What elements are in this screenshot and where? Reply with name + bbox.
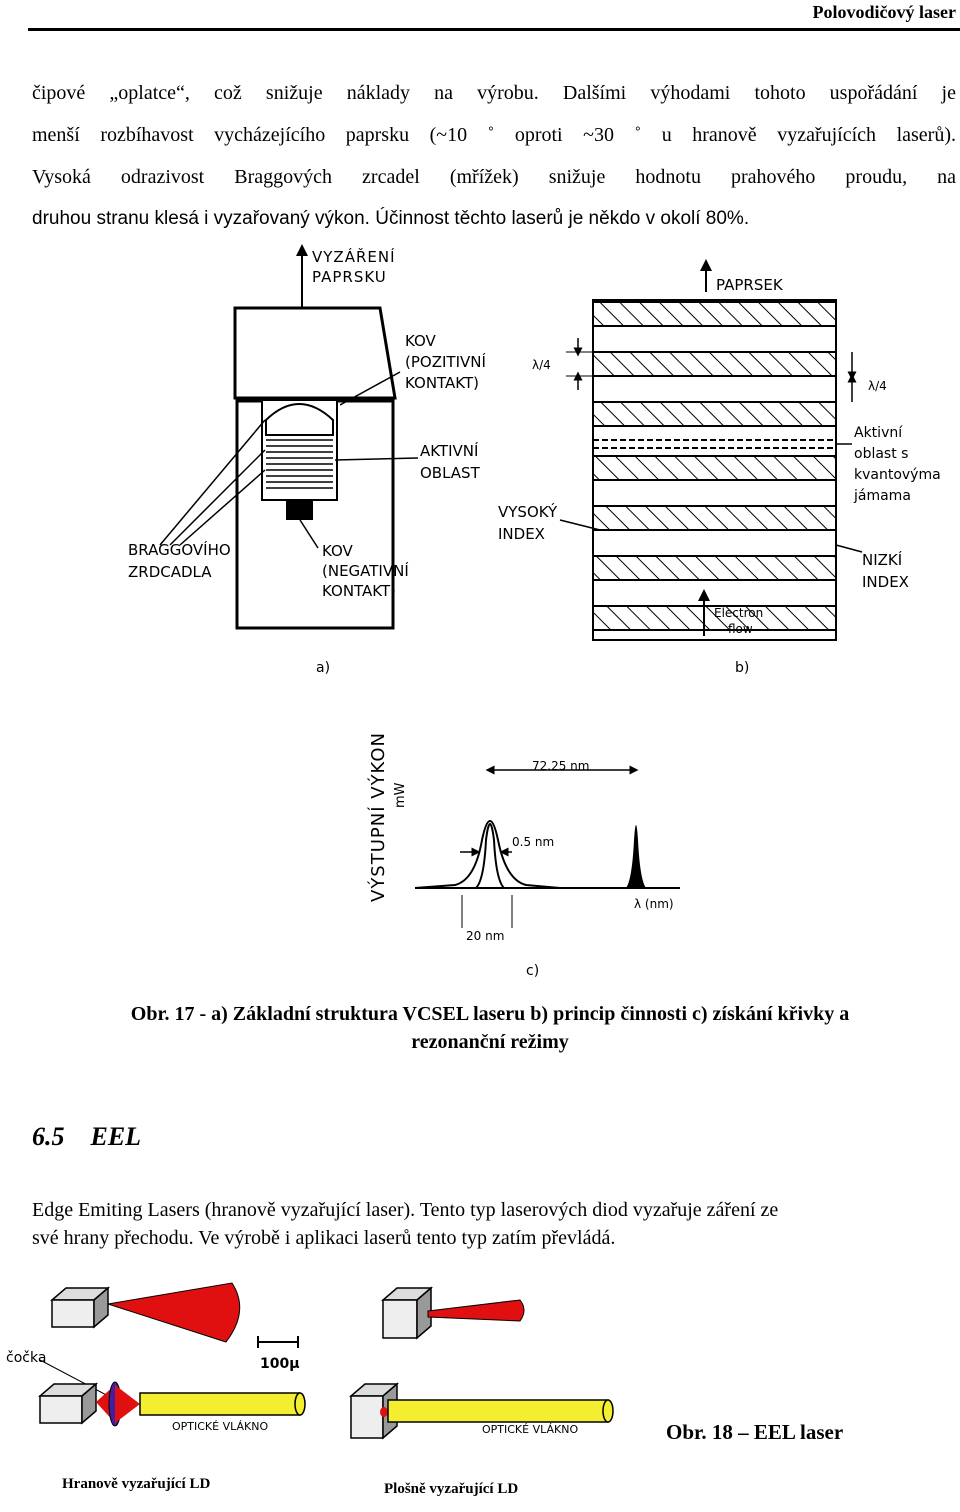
- label-metal-negative: KOV: [322, 542, 354, 560]
- figure-17-caption-line-1: Obr. 17 - a) Základní struktura VCSEL la…: [130, 1003, 850, 1025]
- label-high-index: VYSOKÝ: [498, 502, 558, 521]
- label-low-index-2: INDEX: [862, 573, 909, 591]
- eel-line-2: své hrany přechodu. Ve výrobě i aplikaci…: [32, 1227, 616, 1249]
- label-bragg-mirror: BRAGGOVÍHO: [128, 540, 231, 559]
- intro-line-2: menší rozbíhavost vycházejícího paprsku …: [32, 124, 956, 146]
- page-header: Polovodičový laser: [28, 0, 960, 31]
- label-mode-spacing: 72.25 nm: [532, 759, 589, 773]
- x-axis-label: λ (nm): [634, 897, 674, 911]
- label-edge-emitting-ld: Hranově vyzařující LD: [62, 1476, 210, 1492]
- intro-paragraph: čipové „oplatce“, což snižuje náklady na…: [32, 72, 956, 240]
- y-axis-unit: mW: [393, 782, 408, 808]
- label-beam: PAPRSEK: [716, 276, 784, 294]
- label-bragg-mirror-2: ZRDCADLA: [128, 563, 212, 581]
- label-active-region-qw-2: oblast s: [854, 446, 908, 462]
- vcsel-principle-diagram: PAPRSEK λ/4 λ/4 Aktivní oblast s kvantov…: [498, 259, 941, 676]
- label-low-index: NIZKÍ: [862, 550, 902, 569]
- label-active-region: AKTIVNÍ: [420, 441, 478, 460]
- label-active-region-qw-4: jámama: [853, 488, 911, 504]
- label-fiber-right: OPTICKÉ VLÁKNO: [482, 1423, 578, 1436]
- figure-18-caption: Obr. 18 – EEL laser: [666, 1420, 844, 1444]
- panel-label-c: c): [526, 963, 539, 979]
- header-title: Polovodičový laser: [812, 2, 956, 22]
- label-surface-emitting-ld: Plošně vyzařující LD: [384, 1481, 518, 1497]
- header-rule: [28, 28, 960, 31]
- intro-line-3: Vysoká odrazivost Braggových zrcadel (mř…: [32, 166, 956, 188]
- eel-paragraph: Edge Emiting Lasers (hranově vyzařující …: [32, 1196, 956, 1252]
- label-mode-width: 0.5 nm: [512, 835, 554, 849]
- panel-label-b: b): [735, 660, 749, 676]
- figure-17-caption: Obr. 17 - a) Základní struktura VCSEL la…: [40, 1000, 940, 1056]
- eel-line-1: Edge Emiting Lasers (hranově vyzařující …: [32, 1199, 779, 1221]
- edge-emitter-fiber: [37, 1381, 306, 1427]
- y-axis-label: VÝSTUPNÍ VÝKON: [367, 732, 389, 902]
- label-metal-positive-3: KONTAKT): [405, 374, 479, 392]
- surface-emitter-top: [380, 1286, 525, 1340]
- label-beam-emission: VYZÁŘENÍ: [312, 247, 396, 266]
- section-heading: 6.5 EEL: [32, 1122, 141, 1152]
- edge-emitter-top: [49, 1282, 241, 1343]
- panel-label-a: a): [316, 660, 330, 676]
- label-lens: čočka: [6, 1350, 46, 1366]
- label-active-region-qw: Aktivní: [854, 425, 903, 441]
- label-metal-positive-2: (POZITIVNÍ: [405, 352, 486, 371]
- surface-emitter-fiber: [348, 1382, 614, 1440]
- section-number: 6.5: [32, 1122, 65, 1151]
- label-electron-flow-2: flow: [728, 622, 753, 636]
- label-metal-negative-3: KONTAKT): [322, 582, 396, 600]
- label-scale: 100μ: [260, 1356, 300, 1372]
- label-lambda-quarter-left: λ/4: [532, 358, 551, 372]
- section-title: EEL: [90, 1122, 142, 1151]
- label-high-index-2: INDEX: [498, 525, 545, 543]
- output-spectrum-chart: VÝSTUPNÍ VÝKON mW 72.25 nm 0.5 nm λ (nm)…: [367, 732, 680, 979]
- vcsel-structure-diagram: VYZÁŘENÍ PAPRSKU KOV (POZITIVNÍ KONTAKT)…: [128, 244, 486, 676]
- intro-line-1: čipové „oplatce“, což snižuje náklady na…: [32, 82, 956, 104]
- label-lambda-quarter-right: λ/4: [868, 379, 887, 393]
- label-metal-negative-2: (NEGATIVNÍ: [322, 561, 409, 580]
- intro-line-4: druhou stranu klesá i vyzařovaný výkon. …: [32, 208, 750, 229]
- label-gain-width: 20 nm: [466, 929, 504, 943]
- label-beam-emission-2: PAPRSKU: [312, 268, 387, 286]
- label-fiber-left: OPTICKÉ VLÁKNO: [172, 1420, 268, 1433]
- label-active-region-2: OBLAST: [420, 464, 481, 482]
- figure-17-caption-line-2: rezonanční režimy: [411, 1031, 569, 1053]
- label-electron-flow: Electron: [714, 606, 763, 620]
- figure-18: čočka 100μ OPTICKÉ VLÁKNO OPTICKÉ VLÁKNO…: [6, 1282, 614, 1497]
- label-metal-positive: KOV: [405, 332, 437, 350]
- figure-17: VYZÁŘENÍ PAPRSKU KOV (POZITIVNÍ KONTAKT)…: [128, 244, 941, 979]
- label-active-region-qw-3: kvantovýma: [854, 467, 941, 483]
